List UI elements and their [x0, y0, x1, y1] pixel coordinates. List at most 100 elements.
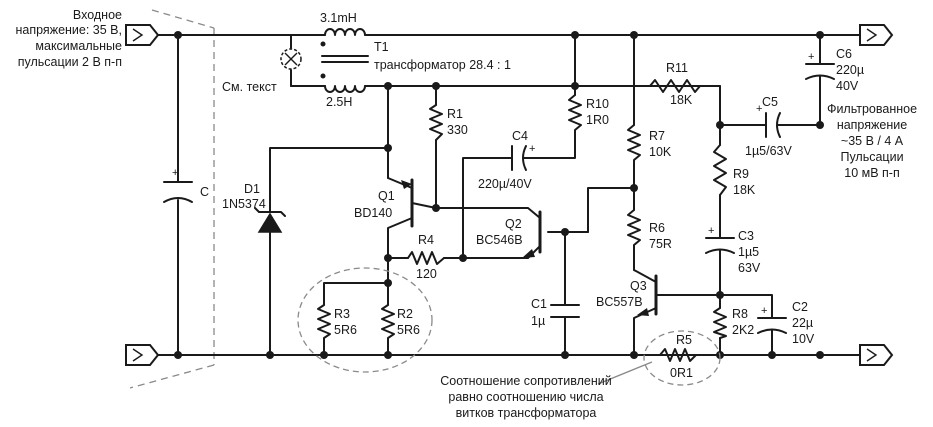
- input-terminal-bottom: [125, 344, 160, 366]
- q2-label: Q2: [505, 217, 522, 231]
- c2-value: 22µ: [792, 316, 813, 330]
- input-label: Входное напряжение: 35 В, максимальные п…: [16, 8, 123, 69]
- d1-part: 1N5374: [222, 197, 266, 211]
- r5-resistor: [659, 348, 697, 362]
- transformer-labels: 3.1mH 2.5H T1 трансформатор 28.4 : 1: [320, 11, 511, 109]
- ratio-ellipse-r2-r3: [297, 267, 433, 373]
- transistor-q2: [522, 210, 542, 258]
- r8-label: R8: [732, 307, 748, 321]
- svg-text:Входное: Входное: [73, 8, 122, 22]
- r10-resistor: [568, 94, 582, 141]
- r4-value: 120: [416, 267, 437, 281]
- c4-capacitor: +: [511, 143, 535, 171]
- r9-label: R9: [733, 167, 749, 181]
- r10-value: 1R0: [586, 113, 609, 127]
- c4-value: 220µ/40V: [478, 177, 532, 191]
- c5-label: C5: [762, 95, 778, 109]
- c3-value: 1µ5: [738, 245, 759, 259]
- svg-text:пульсации 2 В п-п: пульсации 2 В п-п: [18, 55, 122, 69]
- r6-value: 75R: [649, 237, 672, 251]
- ratio-note: Соотношение сопротивлений равно соотноше…: [440, 374, 611, 420]
- r8-value: 2K2: [732, 323, 754, 337]
- transistor-q1: [401, 178, 437, 228]
- r7-resistor: [627, 124, 641, 166]
- r3-resistor: [317, 282, 389, 356]
- c4-label: C4: [512, 129, 528, 143]
- q3-label: Q3: [630, 279, 647, 293]
- r9-value: 18K: [733, 183, 756, 197]
- transformer-t1: [320, 28, 369, 93]
- transistor-q3: [637, 274, 665, 316]
- r2-resistor: [381, 282, 395, 356]
- q1-part: BD140: [354, 206, 392, 220]
- r1-value: 330: [447, 123, 468, 137]
- svg-text:Пульсации: Пульсации: [840, 150, 903, 164]
- svg-text:Соотношение сопротивлений: Соотношение сопротивлений: [440, 374, 611, 388]
- r8-resistor: [713, 307, 727, 339]
- ratio-ellipse-r5: [643, 330, 721, 386]
- wires: [157, 34, 861, 356]
- svg-text:напряжение: напряжение: [837, 118, 907, 132]
- r7-value: 10K: [649, 145, 672, 159]
- svg-text:+: +: [529, 143, 535, 155]
- output-terminal-bottom: [859, 344, 894, 366]
- c5-capacitor: +: [756, 103, 781, 138]
- c-label: C: [200, 185, 209, 199]
- output-terminal-top: [859, 24, 894, 46]
- svg-text:витков трансформатора: витков трансформатора: [456, 406, 597, 420]
- c6-capacitor: +: [805, 51, 835, 80]
- svg-text:~35 В / 4 А: ~35 В / 4 А: [841, 134, 904, 148]
- svg-text:2.5H: 2.5H: [326, 95, 352, 109]
- c2-voltage: 10V: [792, 332, 815, 346]
- r5-value: 0R1: [670, 366, 693, 380]
- c1-value: 1µ: [531, 314, 545, 328]
- svg-text:+: +: [756, 103, 762, 115]
- svg-text:10 мВ п-п: 10 мВ п-п: [844, 166, 899, 180]
- r5-label: R5: [676, 333, 692, 347]
- junctions: [174, 31, 824, 359]
- c2-label: C2: [792, 300, 808, 314]
- r1-label: R1: [447, 107, 463, 121]
- r1-resistor: [429, 104, 443, 141]
- r7-label: R7: [649, 129, 665, 143]
- svg-text:+: +: [708, 225, 714, 237]
- svg-text:трансформатор 28.4 : 1: трансформатор 28.4 : 1: [374, 58, 511, 72]
- r9-resistor: [713, 144, 727, 196]
- r3-value: 5R6: [334, 323, 357, 337]
- q2-part: BC546B: [476, 233, 523, 247]
- r11-label: R11: [666, 61, 688, 75]
- source-boundary: [129, 9, 215, 389]
- see-text-link: [280, 48, 302, 70]
- input-capacitor-c: +: [163, 167, 193, 203]
- r10-label: R10: [586, 97, 609, 111]
- c6-voltage: 40V: [836, 79, 859, 93]
- c3-capacitor: +: [705, 225, 735, 254]
- c6-label: C6: [836, 47, 852, 61]
- r2-label: R2: [397, 307, 413, 321]
- q1-label: Q1: [378, 189, 395, 203]
- input-terminal-top: [125, 24, 160, 46]
- svg-text:+: +: [172, 167, 178, 179]
- r6-resistor: [627, 209, 641, 251]
- c5-value: 1µ5/63V: [745, 144, 792, 158]
- see-text-label: См. текст: [222, 80, 277, 94]
- svg-text:равно соотношению числа: равно соотношению числа: [448, 390, 603, 404]
- r11-resistor: [574, 79, 701, 93]
- r2-value: 5R6: [397, 323, 420, 337]
- svg-text:Фильтрованное: Фильтрованное: [827, 102, 917, 116]
- svg-text:T1: T1: [374, 40, 389, 54]
- c3-voltage: 63V: [738, 261, 761, 275]
- ratio-leader: [597, 361, 653, 385]
- r6-label: R6: [649, 221, 665, 235]
- svg-text:+: +: [808, 51, 814, 63]
- q3-part: BC557B: [596, 295, 643, 309]
- c1-label: C1: [531, 297, 547, 311]
- d1-label: D1: [244, 182, 260, 196]
- c6-value: 220µ: [836, 63, 864, 77]
- zener-diode-d1: [254, 207, 286, 233]
- r4-label: R4: [418, 233, 434, 247]
- c2-capacitor: +: [757, 305, 787, 334]
- c3-label: C3: [738, 229, 754, 243]
- svg-text:3.1mH: 3.1mH: [320, 11, 357, 25]
